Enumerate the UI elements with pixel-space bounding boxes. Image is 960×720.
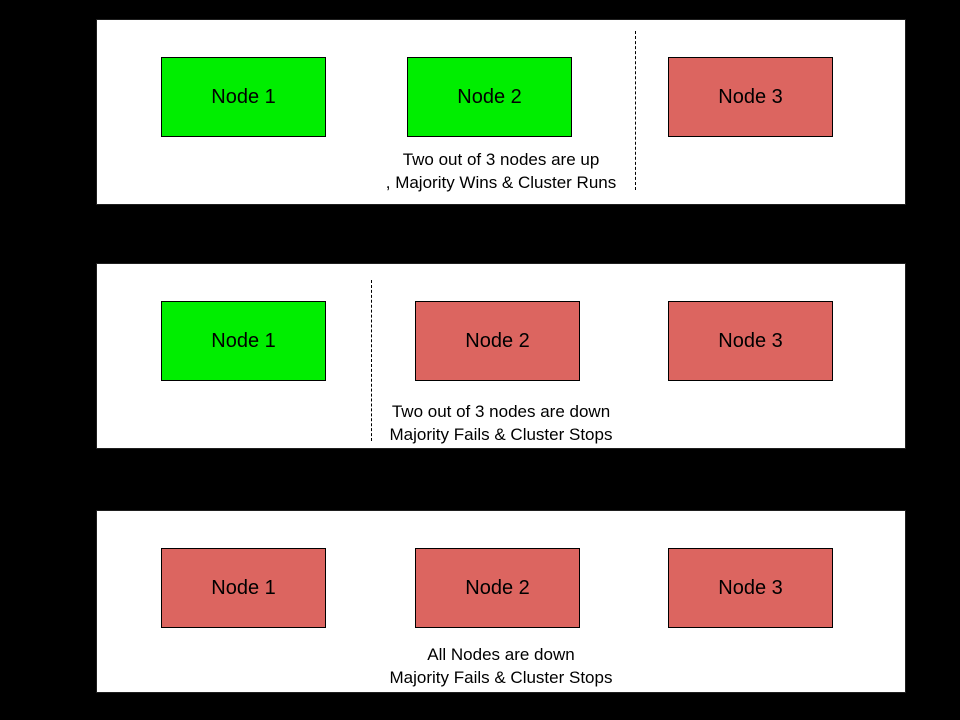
node-2-box: Node 2 <box>415 301 580 381</box>
scenario-caption: Two out of 3 nodes are up , Majority Win… <box>97 148 905 194</box>
partition-divider-dashed-line <box>371 280 372 441</box>
caption-line-2: , Majority Wins & Cluster Runs <box>385 173 617 192</box>
scenario-caption: Two out of 3 nodes are down Majority Fai… <box>97 400 905 446</box>
node-3-box: Node 3 <box>668 301 833 381</box>
scenario-panel-two-nodes-down: Node 1 Node 2 Node 3 Two out of 3 nodes … <box>96 263 906 449</box>
caption-line-2: Majority Fails & Cluster Stops <box>389 425 613 444</box>
node-3-box: Node 3 <box>668 57 833 137</box>
node-2-box: Node 2 <box>415 548 580 628</box>
node-1-box: Node 1 <box>161 548 326 628</box>
scenario-caption: All Nodes are down Majority Fails & Clus… <box>97 643 905 689</box>
partition-divider-dashed-line <box>635 31 636 190</box>
caption-line-2: Majority Fails & Cluster Stops <box>389 668 613 687</box>
caption-line-1: Two out of 3 nodes are down <box>391 402 611 421</box>
scenario-panel-all-nodes-down: Node 1 Node 2 Node 3 All Nodes are down … <box>96 510 906 693</box>
node-1-box: Node 1 <box>161 301 326 381</box>
scenario-panel-two-nodes-up: Node 1 Node 2 Node 3 Two out of 3 nodes … <box>96 19 906 205</box>
node-3-box: Node 3 <box>668 548 833 628</box>
node-1-box: Node 1 <box>161 57 326 137</box>
caption-line-1: All Nodes are down <box>427 645 575 664</box>
caption-line-1: Two out of 3 nodes are up <box>402 150 600 169</box>
node-2-box: Node 2 <box>407 57 572 137</box>
